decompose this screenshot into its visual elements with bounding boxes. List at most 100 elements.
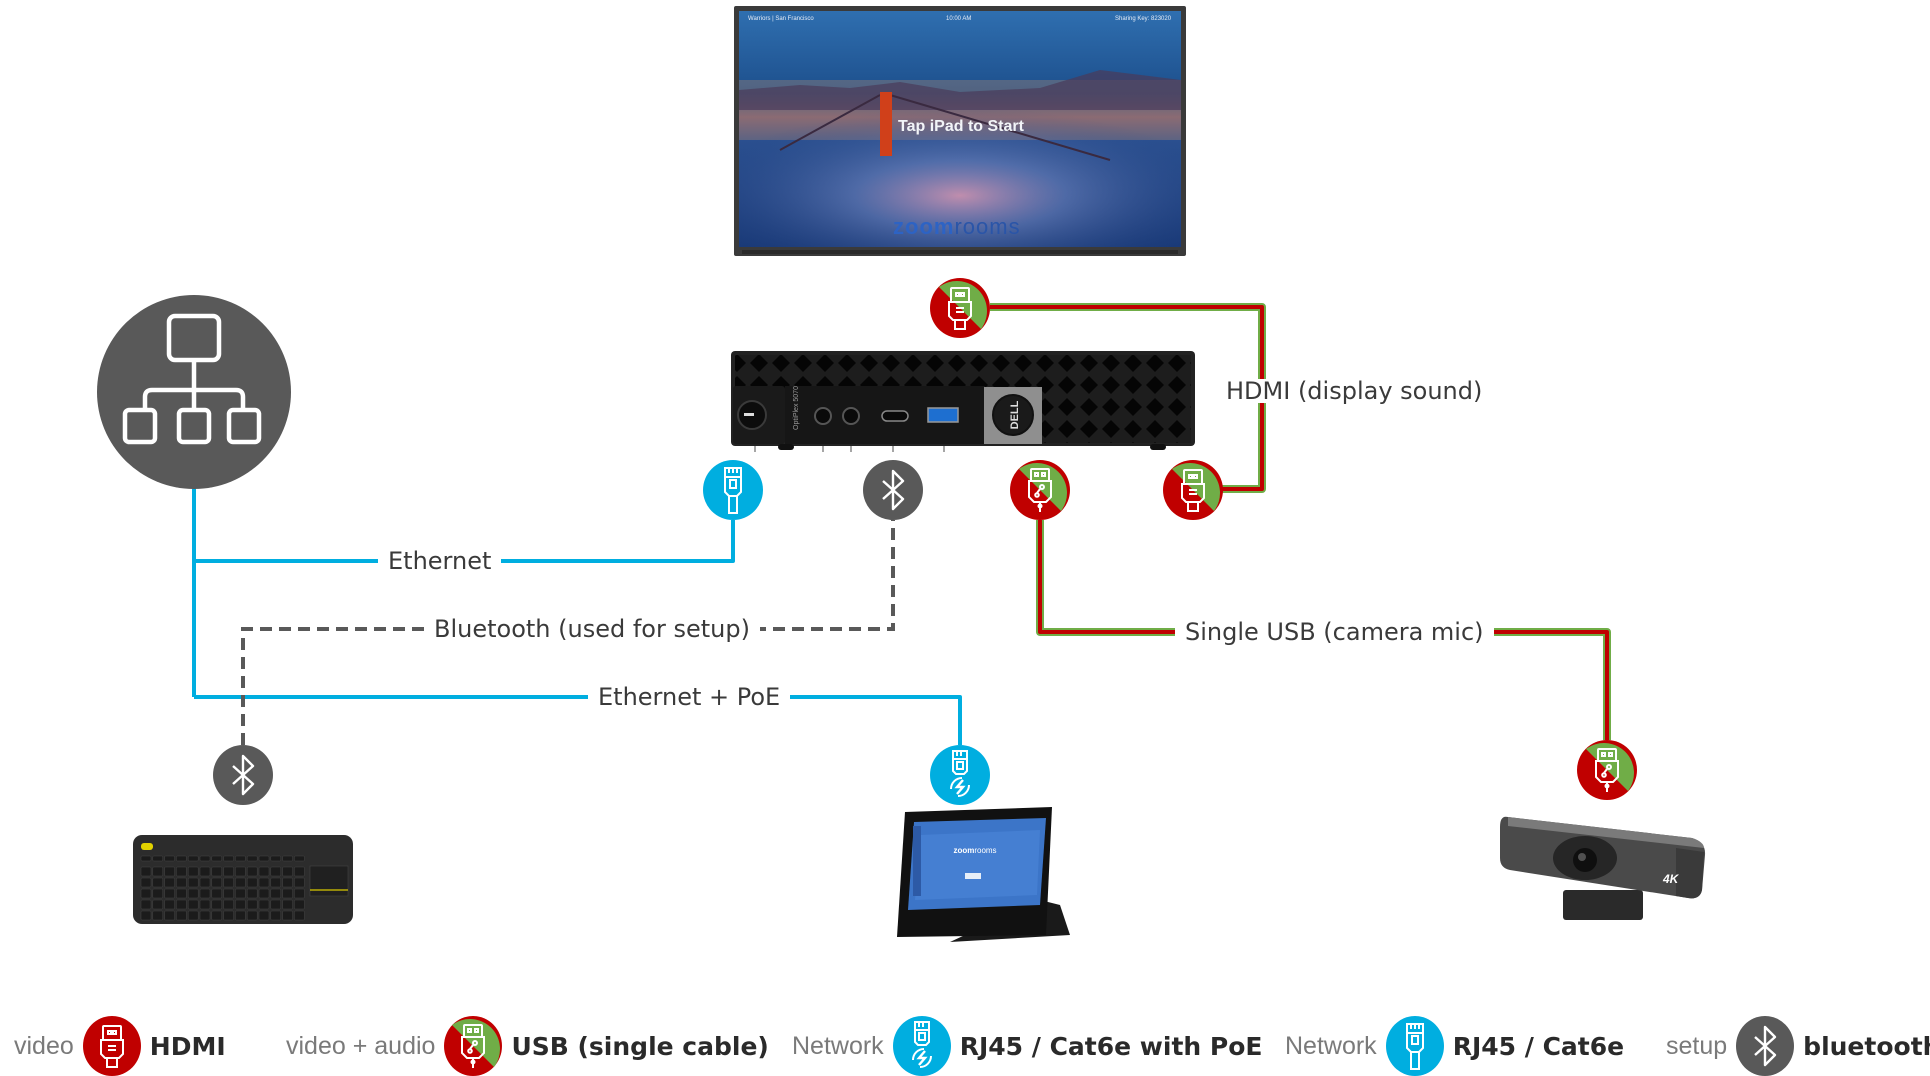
keyboard-key xyxy=(187,877,199,888)
keyboard-key xyxy=(235,866,246,877)
pc-usb-icon xyxy=(1010,460,1070,520)
keyboard-key xyxy=(258,866,270,877)
keyboard-key xyxy=(176,855,187,862)
keyboard-key xyxy=(187,866,199,877)
keyboard-key xyxy=(140,899,152,910)
keyboard-key xyxy=(282,888,293,899)
keyboard-key xyxy=(187,855,199,862)
keyboard-key xyxy=(152,899,164,910)
keyboard-key xyxy=(199,866,211,877)
usb-label: Single USB (camera mic) xyxy=(1175,620,1494,644)
keyboard-key xyxy=(294,866,305,877)
ethernet-poe-line xyxy=(194,695,962,745)
keyboard-key xyxy=(294,855,305,862)
pc-bluetooth-icon xyxy=(863,460,923,520)
keyboard-key xyxy=(282,910,293,921)
keyboard-key xyxy=(258,877,270,888)
keyboard-key xyxy=(176,910,187,921)
tv-logo-light: rooms xyxy=(954,214,1021,239)
network-hub xyxy=(97,295,291,489)
keyboard-key xyxy=(282,877,293,888)
keyboard-key xyxy=(246,910,258,921)
keyboard-key xyxy=(187,899,199,910)
keyboard-key xyxy=(235,910,246,921)
keyboard-key xyxy=(176,866,187,877)
keyboard-key xyxy=(258,855,270,862)
keyboard-key xyxy=(294,899,305,910)
keyboard-key xyxy=(176,888,187,899)
keyboard-key xyxy=(223,910,234,921)
keyboard-key xyxy=(176,877,187,888)
legend-name: RJ45 / Cat6e with PoE xyxy=(959,1031,1263,1061)
keyboard-key xyxy=(270,877,282,888)
touch-controller-tablet: zoomrooms xyxy=(897,807,1070,942)
keyboard-key xyxy=(211,899,223,910)
keyboard-key xyxy=(282,866,293,877)
keyboard-key xyxy=(152,910,164,921)
tv-sharing-key: Sharing Key: 823020 xyxy=(1115,16,1172,22)
keyboard-key xyxy=(152,866,164,877)
mini-pc: DELL OptiPlex 5070 xyxy=(731,351,1195,452)
tv-hdmi-usb-icon xyxy=(930,278,990,338)
keyboard-key xyxy=(199,888,211,899)
keyboard-key xyxy=(187,910,199,921)
keyboard-key xyxy=(176,899,187,910)
keyboard-key xyxy=(187,888,199,899)
keyboard-key xyxy=(258,899,270,910)
keyboard-key xyxy=(294,888,305,899)
bluetooth-icon xyxy=(1736,1016,1795,1076)
keyboard-key xyxy=(211,888,223,899)
keyboard-key xyxy=(235,899,246,910)
keyboard-key xyxy=(246,877,258,888)
legend-name: bluetooth xyxy=(1803,1031,1930,1061)
keyboard-key xyxy=(282,899,293,910)
keyboard-key xyxy=(164,855,175,862)
keyboard-key xyxy=(282,855,293,862)
keyboard-key xyxy=(235,877,246,888)
keyboard-key xyxy=(223,866,234,877)
tv-room-name: Warriors | San Francisco xyxy=(748,16,814,22)
keyboard-key xyxy=(140,910,152,921)
keyboard-key xyxy=(199,910,211,921)
legend-name: HDMI xyxy=(149,1031,226,1061)
keyboard-key xyxy=(270,899,282,910)
keyboard-key xyxy=(235,888,246,899)
keyboard-key xyxy=(140,866,152,877)
rj45-poe-icon xyxy=(892,1016,951,1076)
legend-prefix: Network xyxy=(1285,1031,1377,1060)
keyboard-key xyxy=(211,855,223,862)
keyboard-key xyxy=(199,899,211,910)
tv-zoom-rooms-logo: zoomrooms xyxy=(893,214,1021,240)
keyboard-key xyxy=(270,910,282,921)
legend-item-rj45-poe: Network RJ45 / Cat6e with PoE xyxy=(792,1016,1262,1076)
svg-text:zoomrooms: zoomrooms xyxy=(953,846,996,855)
hdmi-label: HDMI (display sound) xyxy=(1216,379,1493,403)
legend-name: RJ45 / Cat6e xyxy=(1452,1031,1625,1061)
keyboard-key xyxy=(140,877,152,888)
keyboard-key xyxy=(270,855,282,862)
keyboard-key xyxy=(270,866,282,877)
keyboard-key xyxy=(246,855,258,862)
keyboard-key xyxy=(223,899,234,910)
legend-name: USB (single cable) xyxy=(511,1031,769,1061)
keyboard-key xyxy=(223,855,234,862)
legend-item-rj45: Network RJ45 / Cat6e xyxy=(1285,1016,1624,1076)
legend-item-bluetooth: setup bluetooth xyxy=(1666,1016,1930,1076)
dell-logo: DELL xyxy=(1009,400,1021,429)
hdmi-icon xyxy=(82,1016,141,1076)
keyboard-key xyxy=(246,866,258,877)
wireless-keyboard xyxy=(133,835,353,924)
tablet-logo-bold: zoom xyxy=(953,846,974,855)
keyboard-key xyxy=(152,888,164,899)
keyboard-key xyxy=(164,899,175,910)
keyboard-key xyxy=(211,910,223,921)
keyboard-key xyxy=(164,866,175,877)
pc-rj45-icon xyxy=(703,460,763,520)
keyboard-key xyxy=(152,877,164,888)
keyboard-key xyxy=(164,910,175,921)
keyboard-key xyxy=(270,888,282,899)
display-tv xyxy=(734,6,1186,256)
legend-prefix: Network xyxy=(792,1031,884,1060)
rj45-icon xyxy=(1385,1016,1444,1076)
legend-item-usb: video + audio USB (single cable) xyxy=(286,1016,769,1076)
